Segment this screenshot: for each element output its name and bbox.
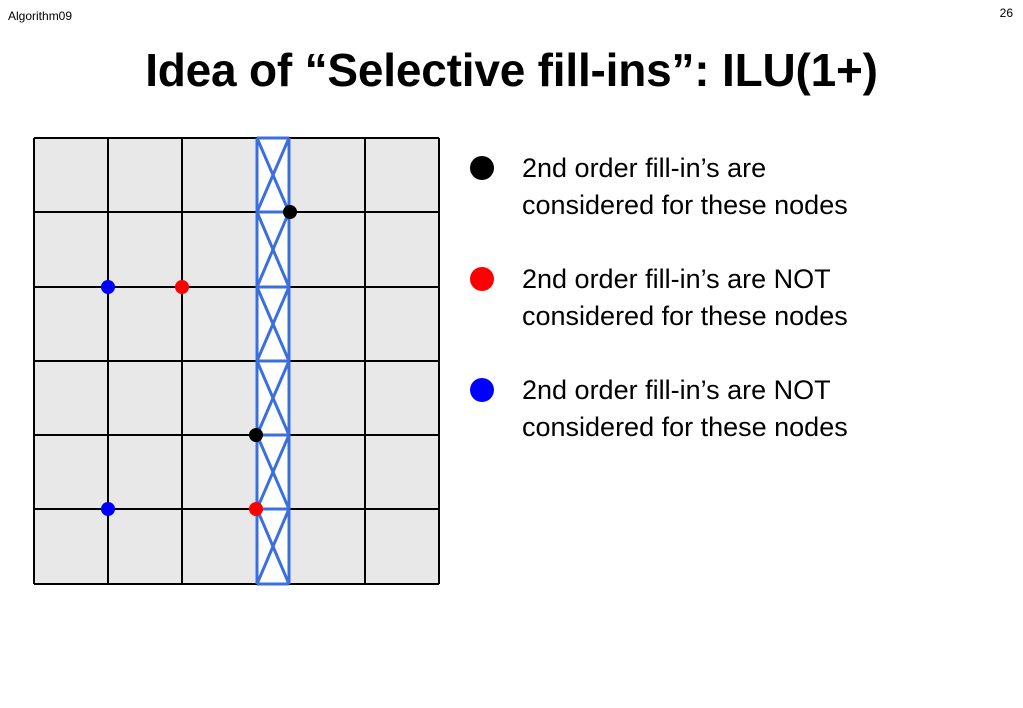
- blue-node: [101, 280, 115, 294]
- slide-title: Idea of “Selective fill-ins”: ILU(1+): [145, 44, 878, 96]
- red-node: [249, 502, 263, 516]
- legend-text-line: considered for these nodes: [522, 412, 848, 442]
- legend-item-red: 2nd order fill-in’s are NOT considered f…: [470, 261, 990, 335]
- legend: 2nd order fill-in’s are considered for t…: [470, 150, 990, 483]
- legend-text-line: 2nd order fill-in’s are: [522, 153, 767, 183]
- legend-text-line: 2nd order fill-in’s are NOT: [522, 375, 831, 405]
- red-dot-icon: [470, 267, 494, 291]
- legend-text-line: 2nd order fill-in’s are NOT: [522, 264, 831, 294]
- legend-item-blue: 2nd order fill-in’s are NOT considered f…: [470, 372, 990, 446]
- page-number: 26: [999, 6, 1013, 20]
- legend-text-line: considered for these nodes: [522, 190, 848, 220]
- blue-dot-icon: [470, 378, 494, 402]
- red-node: [175, 280, 189, 294]
- black-node: [283, 205, 297, 219]
- black-dot-icon: [470, 156, 494, 180]
- blue-node: [101, 502, 115, 516]
- legend-item-black: 2nd order fill-in’s are considered for t…: [470, 150, 990, 224]
- black-node: [249, 428, 263, 442]
- legend-text-line: considered for these nodes: [522, 301, 848, 331]
- course-label: Algorithm09: [8, 9, 73, 23]
